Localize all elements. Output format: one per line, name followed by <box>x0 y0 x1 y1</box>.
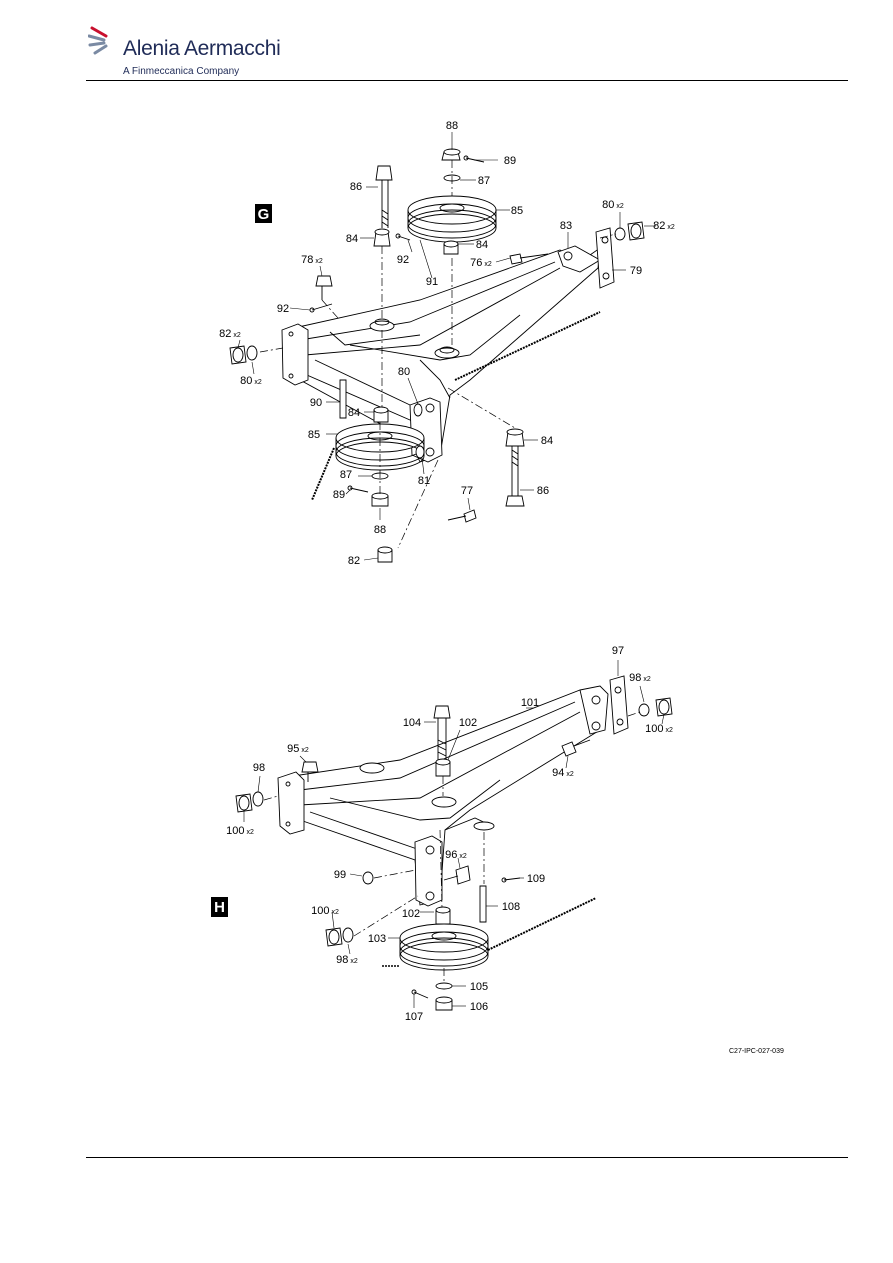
callout-qty: x2 <box>459 853 467 860</box>
callout-92a: 92 <box>397 254 409 266</box>
view-h-drawing <box>235 660 673 1011</box>
view-h-badge <box>211 897 228 917</box>
callout-90: 90 <box>310 397 322 409</box>
callout-qty: x2 <box>484 261 492 268</box>
footer-rule <box>86 1157 848 1158</box>
callout-qty: x2 <box>566 771 574 778</box>
callout-84b: 84 <box>476 239 488 251</box>
callout-103: 103 <box>368 933 386 945</box>
callout-87b: 87 <box>340 469 352 481</box>
callout-89a: 89 <box>504 155 516 167</box>
callout-108: 108 <box>502 901 520 913</box>
header-rule <box>86 80 848 81</box>
page-header: Alenia Aermacchi A Finmeccanica Company <box>0 0 893 82</box>
callout-qty: x2 <box>315 258 323 265</box>
callout-87a: 87 <box>478 175 490 187</box>
callout-101: 101 <box>521 697 539 709</box>
callout-83: 83 <box>560 220 572 232</box>
callout-qty: x2 <box>233 332 241 339</box>
view-g-letter: G <box>258 206 270 223</box>
callout-97: 97 <box>612 645 624 657</box>
callout-84c: 84 <box>348 407 360 419</box>
view-g-drawing <box>229 132 656 563</box>
company-logo: Alenia Aermacchi A Finmeccanica Company <box>88 24 288 80</box>
callout-84d: 84 <box>541 435 553 447</box>
callout-86a: 86 <box>350 181 362 193</box>
callout-88: 88 <box>446 120 458 132</box>
callout-102b: 102 <box>402 908 420 920</box>
callout-99: 99 <box>334 869 346 881</box>
callout-91: 91 <box>426 276 438 288</box>
callout-82c: 82 <box>348 555 360 567</box>
callout-qty: x2 <box>643 676 651 683</box>
callout-106: 106 <box>470 1001 488 1013</box>
callout-qty: x2 <box>246 829 254 836</box>
callout-qty: x2 <box>667 224 675 231</box>
callout-77: 77 <box>461 485 473 497</box>
callout-104: 104 <box>403 717 421 729</box>
callout-qty: x2 <box>331 909 339 916</box>
callout-84a: 84 <box>346 233 358 245</box>
callout-98b: 98 <box>253 762 265 774</box>
callout-89b: 89 <box>333 489 345 501</box>
callout-qty: x2 <box>616 203 624 210</box>
callout-80c: 80 <box>398 366 410 378</box>
company-subtitle: A Finmeccanica Company <box>123 66 240 77</box>
callout-85b: 85 <box>308 429 320 441</box>
drawing-code: C27-IPC-027-039 <box>729 1048 784 1055</box>
callout-qty: x2 <box>301 747 309 754</box>
logo-swoosh-icon <box>88 26 108 55</box>
callout-85a: 85 <box>511 205 523 217</box>
view-h-letter: H <box>214 899 225 916</box>
callout-qty: x2 <box>350 958 358 965</box>
callout-102a: 102 <box>459 717 477 729</box>
callout-qty: x2 <box>254 379 262 386</box>
callout-109: 109 <box>527 873 545 885</box>
callout-86b: 86 <box>537 485 549 497</box>
view-g-badge <box>255 204 272 223</box>
callout-105: 105 <box>470 981 488 993</box>
callout-81: 81 <box>418 475 430 487</box>
callout-107: 107 <box>405 1011 423 1023</box>
callout-88b: 88 <box>374 524 386 536</box>
callout-79: 79 <box>630 265 642 277</box>
callout-92b: 92 <box>277 303 289 315</box>
company-name: Alenia Aermacchi <box>123 37 281 60</box>
callout-qty: x2 <box>665 727 673 734</box>
